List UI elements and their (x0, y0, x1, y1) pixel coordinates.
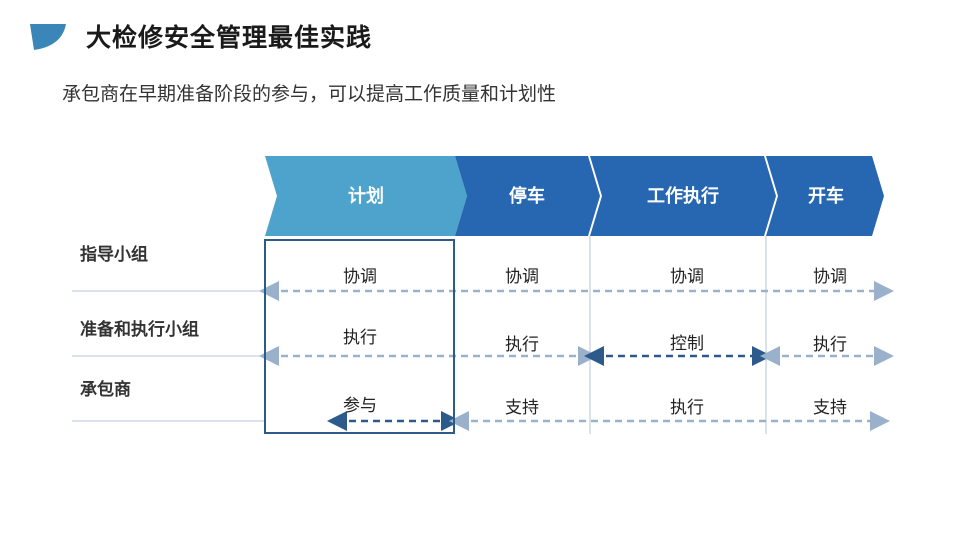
planning-highlight-box (264, 239, 455, 434)
phase-label-startup: 开车 (808, 185, 844, 207)
cell-r3-plan: 参与 (343, 396, 377, 416)
cell-r2-shutdown: 执行 (505, 335, 539, 355)
phase-label-execution: 工作执行 (647, 185, 719, 207)
phase-label-shutdown: 停车 (509, 185, 545, 207)
page-title: 大检修安全管理最佳实践 (86, 23, 373, 52)
cell-r1-execution: 协调 (670, 267, 704, 287)
cell-r2-startup: 执行 (813, 335, 847, 355)
phase-label-plan: 计划 (348, 185, 384, 207)
page-subtitle: 承包商在早期准备阶段的参与，可以提高工作质量和计划性 (62, 83, 557, 105)
cell-r1-startup: 协调 (813, 267, 847, 287)
cell-r3-startup: 支持 (813, 398, 847, 418)
cell-r3-execution: 执行 (670, 398, 704, 418)
phase-chevron-execution: 工作执行 (590, 156, 776, 236)
logo-leaf-icon (30, 24, 66, 50)
row-label-prep-exec: 准备和执行小组 (80, 320, 199, 340)
row-label-steering: 指导小组 (80, 245, 148, 265)
cell-r2-execution: 控制 (670, 334, 704, 354)
row-label-contractor: 承包商 (80, 380, 131, 400)
cell-r1-plan: 协调 (343, 267, 377, 287)
phase-chevron-plan: 计划 (265, 156, 467, 236)
cell-r2-plan: 执行 (343, 328, 377, 348)
cell-r3-shutdown: 支持 (505, 398, 539, 418)
cell-r1-shutdown: 协调 (505, 267, 539, 287)
phase-chevron-startup: 开车 (766, 156, 884, 236)
phase-chevron-shutdown: 停车 (455, 156, 600, 236)
